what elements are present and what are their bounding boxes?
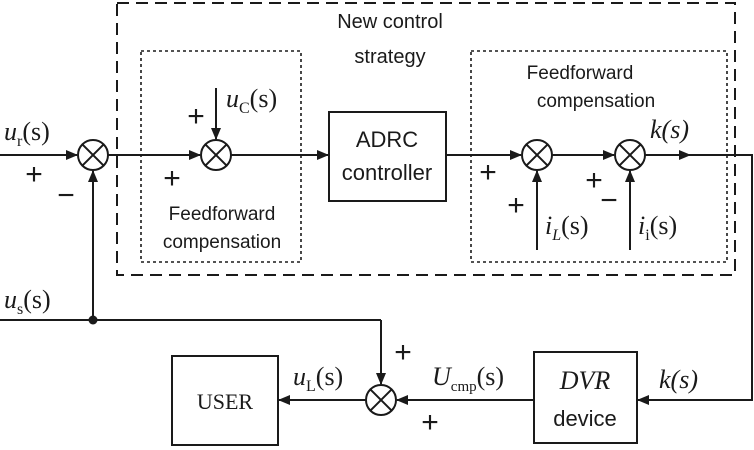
outer-title-line2: strategy: [354, 46, 425, 68]
k-right-signal-label: k(s): [659, 365, 698, 394]
left-comp-title-line2: compensation: [163, 232, 281, 253]
sum1-minus-sign: −: [57, 179, 75, 212]
summing-junction-5: [365, 384, 397, 416]
branch-point-dot: [88, 315, 98, 325]
dvr-label-line2: device: [553, 406, 617, 431]
summing-junction-4: [614, 139, 646, 171]
left-feedforward-boundary: [140, 50, 302, 263]
dvr-device-block: [533, 351, 638, 444]
user-block: [171, 355, 279, 446]
summing-junction-2: [200, 139, 232, 171]
summing-junction-1: [77, 139, 109, 171]
sum3-plus-sign-left: +: [479, 156, 497, 189]
sum3-plus-sign-bottom: +: [507, 189, 525, 222]
ii-signal-label: ii(s): [638, 211, 677, 244]
right-comp-title-line1: Feedforward: [527, 63, 634, 84]
right-feedforward-boundary: [470, 50, 728, 263]
sum5-plus-sign-bottom: +: [421, 406, 439, 439]
sum2-plus-sign-top: +: [187, 100, 205, 133]
sum4-plus-sign-left: +: [585, 164, 603, 197]
ur-signal-label: ur(s): [4, 117, 50, 150]
summing-junction-3: [521, 139, 553, 171]
sum1-plus-sign: +: [25, 158, 43, 191]
left-comp-title-line1: Feedforward: [169, 204, 276, 225]
il-signal-label: iL(s): [545, 211, 589, 244]
k-to-dvr-line: [637, 154, 753, 405]
adrc-controller-block: [328, 111, 447, 202]
new-control-strategy-boundary: [116, 2, 736, 276]
ucmp-signal-label: Ucmp(s): [432, 362, 504, 395]
k-top-signal-label: k(s): [650, 115, 689, 144]
dvr-label-line1: DVR: [559, 366, 611, 395]
us-signal-label: us(s): [4, 285, 51, 318]
ul-signal-label: uL(s): [293, 362, 343, 395]
uc-signal-label: uC(s): [226, 84, 277, 117]
sum4-minus-sign-bottom: −: [600, 184, 618, 217]
sum5-plus-sign-top: +: [394, 336, 412, 369]
adrc-label-line2: controller: [342, 160, 432, 185]
sum2-plus-sign-left: +: [163, 162, 181, 195]
outer-title-line1: New control: [337, 11, 443, 33]
adrc-label-line1: ADRC: [356, 127, 418, 152]
user-label: USER: [197, 389, 254, 414]
right-comp-title-line2: compensation: [537, 91, 655, 112]
